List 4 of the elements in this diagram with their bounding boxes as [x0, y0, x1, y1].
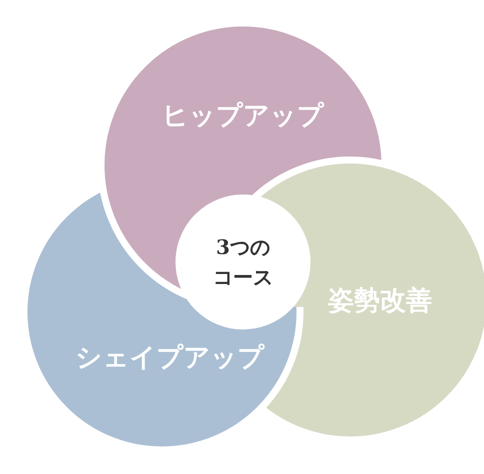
center-label: 3つのコース — [212, 234, 274, 291]
circle-label: 姿勢改善 — [328, 284, 432, 318]
circle-label: シェイプアップ — [76, 342, 264, 374]
circle-label: ヒップアップ — [162, 100, 324, 132]
